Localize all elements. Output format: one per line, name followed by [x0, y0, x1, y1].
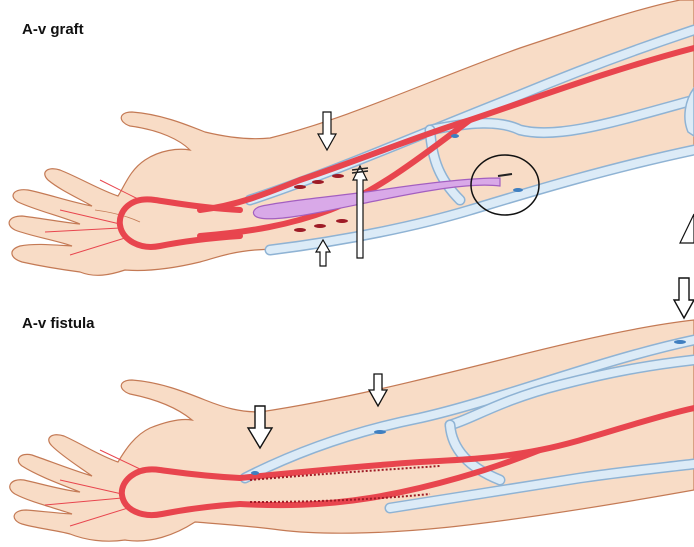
hollow-arrow-down-icon — [674, 278, 694, 318]
panel-av-fistula: A-v fistula — [10, 278, 694, 541]
triangle-marker-icon — [680, 214, 694, 243]
panel-av-graft: A-v graft — [9, 0, 694, 275]
panel-label-fistula: A-v fistula — [22, 315, 95, 332]
panel-label-graft: A-v graft — [22, 21, 84, 38]
